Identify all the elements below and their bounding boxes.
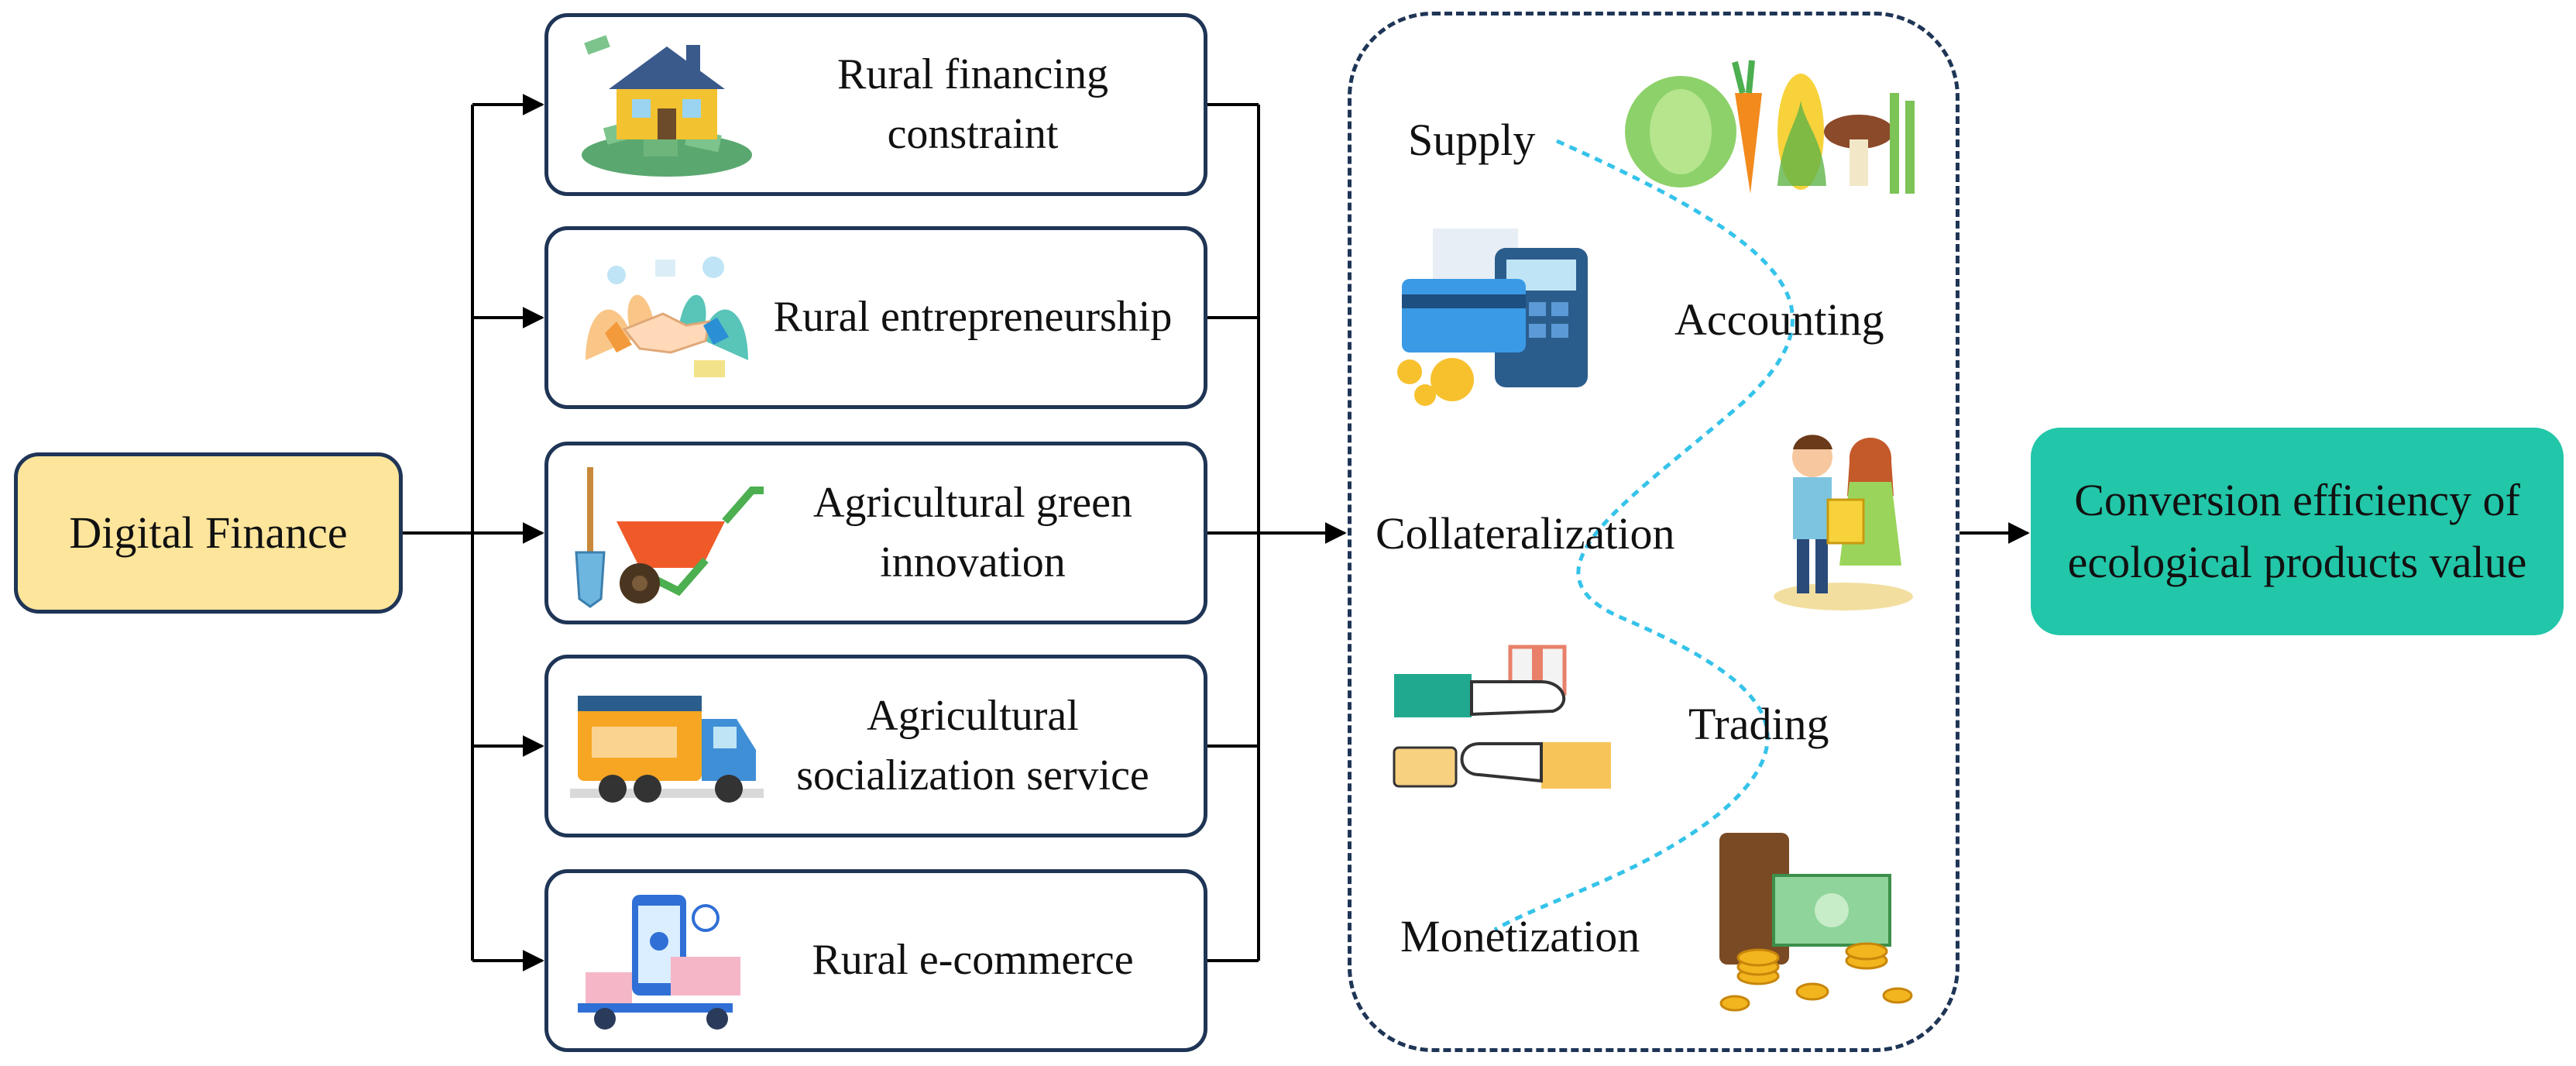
mechanism-financing-constraint: Rural financing constraint: [544, 13, 1207, 196]
wallet-money-icon: [1719, 833, 1913, 1012]
value-conversion-process: [1348, 12, 1959, 1052]
mechanism-label: Rural financing constraint: [837, 50, 1108, 158]
mechanism-label: Rural entrepreneurship: [773, 293, 1173, 342]
conversion-efficiency-label: Conversion efficiency of ecological prod…: [2067, 474, 2527, 587]
calculator-card-icon: [1397, 229, 1588, 406]
vegetables-icon: [1625, 60, 1915, 194]
mechanism-label: Rural e-commerce: [812, 936, 1134, 985]
wheelbarrow-shovel-icon: [575, 467, 764, 608]
stage-accounting: Accounting: [1674, 294, 1884, 345]
mechanism-label: Agricultural green innovation: [812, 478, 1133, 586]
mechanism-socialization-service: Agricultural socialization service: [544, 655, 1207, 837]
stage-collateralization: Collateralization: [1376, 508, 1675, 559]
house-money-icon: [582, 35, 752, 177]
stage-monetization: Monetization: [1400, 911, 1640, 961]
mechanism-ecommerce: Rural e-commerce: [544, 869, 1207, 1052]
mechanism-green-innovation: Agricultural green innovation: [544, 442, 1207, 624]
delivery-truck-icon: [570, 696, 764, 803]
handshake-icon: [586, 256, 748, 377]
conversion-efficiency-node: Conversion efficiency of ecological prod…: [2031, 428, 2564, 635]
farmers-certificate-icon: [1774, 435, 1913, 610]
mechanism-label: Agricultural socialization service: [796, 691, 1149, 800]
mechanism-entrepreneurship: Rural entrepreneurship: [544, 226, 1207, 409]
stage-supply: Supply: [1408, 115, 1536, 165]
hands-exchange-icon: [1393, 645, 1611, 789]
phone-delivery-icon: [578, 895, 740, 1030]
stage-trading: Trading: [1688, 699, 1829, 749]
digital-finance-node: Digital Finance: [14, 452, 403, 614]
digital-finance-label: Digital Finance: [69, 507, 348, 558]
process-path-curve: [1493, 139, 1795, 932]
